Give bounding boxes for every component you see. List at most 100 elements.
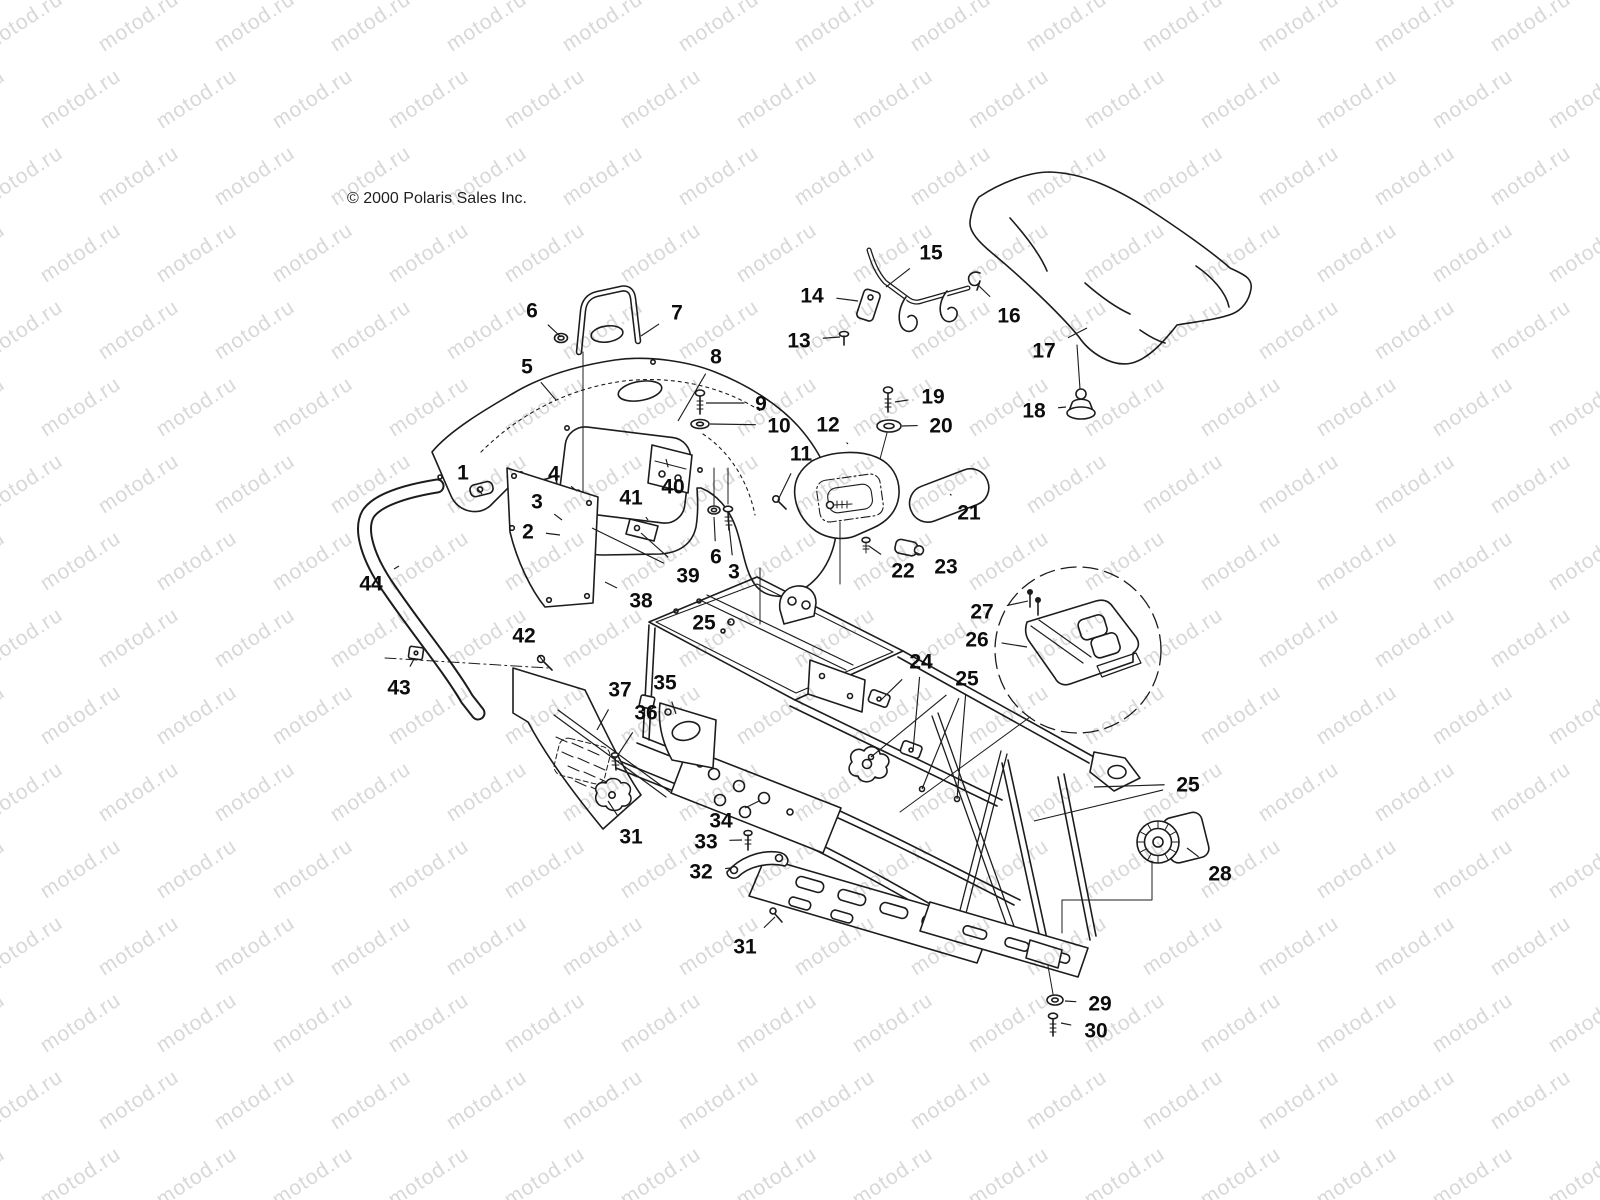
leader-line <box>880 678 903 701</box>
watermark-text: motod.ru <box>558 141 647 210</box>
watermark-text: motod.ru <box>906 295 995 364</box>
leader-line <box>1006 600 1029 607</box>
watermark-text: motod.ru <box>1138 141 1227 210</box>
leader-line <box>540 381 557 401</box>
watermark-text: motod.ru <box>36 834 125 903</box>
watermark-text: motod.ru <box>558 911 647 980</box>
watermark-text: motod.ru <box>1370 141 1459 210</box>
watermark-text: motod.ru <box>558 0 647 56</box>
watermark-text: motod.ru <box>1312 680 1401 749</box>
watermark-text: motod.ru <box>1312 218 1401 287</box>
watermark-text: motod.ru <box>500 988 589 1057</box>
watermark-text: motod.ru <box>36 526 125 595</box>
leader-line <box>1060 1022 1072 1026</box>
watermark-text: motod.ru <box>1254 141 1343 210</box>
watermark-text: motod.ru <box>0 64 9 133</box>
leader-line <box>713 516 716 542</box>
watermark-text: motod.ru <box>442 911 531 980</box>
part-label-26: 26 <box>965 629 988 652</box>
taillight-assembly <box>793 386 990 557</box>
leader-line <box>476 487 483 495</box>
leader-line <box>570 485 578 492</box>
watermark-text: motod.ru <box>1544 372 1600 441</box>
part-label-11: 11 <box>790 443 813 466</box>
rubber-mount <box>1046 811 1210 1037</box>
alignment-lines <box>759 521 841 625</box>
watermark-text: motod.ru <box>790 0 879 56</box>
watermark-text: motod.ru <box>1486 449 1575 518</box>
watermark-text: motod.ru <box>848 64 937 133</box>
watermark-text: motod.ru <box>1544 526 1600 595</box>
watermark-text: motod.ru <box>0 218 9 287</box>
watermark-text: motod.ru <box>674 1065 763 1134</box>
watermark-text: motod.ru <box>0 0 67 56</box>
part-label-10: 10 <box>767 415 790 438</box>
watermark-text: motod.ru <box>1370 757 1459 826</box>
watermark-text: motod.ru <box>1138 911 1227 980</box>
watermark-text: motod.ru <box>0 1065 67 1134</box>
watermark-text: motod.ru <box>36 1142 125 1200</box>
watermark-text: motod.ru <box>1080 526 1169 595</box>
part-label-12: 12 <box>816 414 839 437</box>
watermark-text: motod.ru <box>1080 680 1169 749</box>
watermark-text: motod.ru <box>964 64 1053 133</box>
watermark-text: motod.ru <box>1544 218 1600 287</box>
watermark-text: motod.ru <box>152 526 241 595</box>
watermark-text: motod.ru <box>0 603 67 672</box>
watermark-text: motod.ru <box>1428 834 1517 903</box>
watermark-text: motod.ru <box>268 680 357 749</box>
watermark-text: motod.ru <box>1254 295 1343 364</box>
leader-line <box>744 800 760 809</box>
watermark-text: motod.ru <box>1370 295 1459 364</box>
part-label-5: 5 <box>521 356 533 379</box>
watermark-text: motod.ru <box>1370 911 1459 980</box>
part-label-36: 36 <box>634 702 657 725</box>
watermark-text: motod.ru <box>616 1142 705 1200</box>
watermark-text: motod.ru <box>500 218 589 287</box>
watermark-text: motod.ru <box>732 64 821 133</box>
leader-line <box>725 867 732 870</box>
watermark-text: motod.ru <box>674 141 763 210</box>
part-label-7: 7 <box>671 302 683 325</box>
latch-hook <box>967 271 981 291</box>
watermark-text: motod.ru <box>94 1065 183 1134</box>
watermark-text: motod.ru <box>732 218 821 287</box>
watermark-text: motod.ru <box>268 372 357 441</box>
leader-line <box>604 581 618 589</box>
part-label-29: 29 <box>1088 993 1111 1016</box>
leader-line <box>1064 1000 1077 1003</box>
watermark-text: motod.ru <box>0 372 9 441</box>
watermark-text: motod.ru <box>1370 1065 1459 1134</box>
part-label-38: 38 <box>629 590 653 613</box>
part-label-40: 40 <box>661 476 684 499</box>
part-label-2: 2 <box>522 521 534 544</box>
leader-line <box>677 373 707 422</box>
part-label-41: 41 <box>619 487 643 510</box>
watermark-text: motod.ru <box>268 1142 357 1200</box>
watermark-text: motod.ru <box>1312 64 1401 133</box>
watermark-text: motod.ru <box>0 988 9 1057</box>
watermark-text: motod.ru <box>152 1142 241 1200</box>
watermark-text: motod.ru <box>1312 526 1401 595</box>
watermark-text: motod.ru <box>210 0 299 56</box>
watermark-text: motod.ru <box>616 988 705 1057</box>
leader-line <box>1058 406 1067 409</box>
watermark-text: motod.ru <box>152 680 241 749</box>
leader-line <box>665 458 669 468</box>
watermark-text: motod.ru <box>384 1142 473 1200</box>
watermark-text: motod.ru <box>36 988 125 1057</box>
leader-line <box>709 423 756 426</box>
watermark-text: motod.ru <box>0 449 67 518</box>
watermark-text: motod.ru <box>442 1065 531 1134</box>
fender-brackets <box>469 444 693 542</box>
part-label-24: 24 <box>909 651 933 674</box>
leader-line <box>671 701 677 715</box>
leader-line <box>912 676 921 752</box>
leader-line <box>846 442 849 445</box>
part-label-21: 21 <box>957 502 981 525</box>
seat-latch-rod <box>838 247 981 346</box>
watermark-text: motod.ru <box>0 141 67 210</box>
watermark-text: motod.ru <box>1196 64 1285 133</box>
part-label-6: 6 <box>526 300 538 323</box>
watermark-text: motod.ru <box>442 757 531 826</box>
